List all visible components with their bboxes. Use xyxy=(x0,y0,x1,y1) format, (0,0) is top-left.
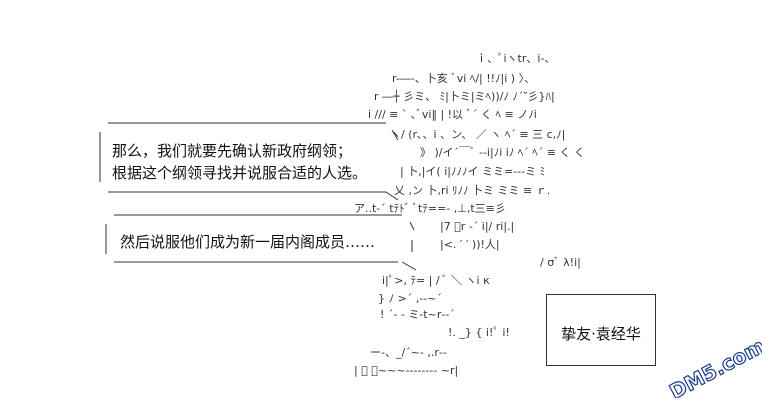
watermark-text: DM5.com xyxy=(665,334,762,398)
speech-line: 那么，我们就要先确认新政府纲领； xyxy=(112,142,353,160)
speech-bubble-bottom-frame xyxy=(105,214,417,271)
art-line: !. _} { i!ﾟ i! xyxy=(448,326,510,339)
ascii-art-lines: ｉ、ﾟiヽtr、i-、 r-―-、卜亥 ﾞvi ﾍ/| !!ﾉ|i ) 〉、 r… xyxy=(354,52,585,377)
art-line: 》 )/イ´￣ﾞ --i|ﾉi iﾉ ﾍ´ ﾍ´ ≡ く く xyxy=(420,145,585,159)
art-line: |<. ′ ′ ))!人| xyxy=(440,238,500,251)
art-line: |7 ﾞr -´ i|/ ri|.| xyxy=(440,220,514,233)
art-line: ! ´‐ - ミ-t~r‐‐´ xyxy=(380,308,455,321)
speech-bubble-top: 那么，我们就要先确认新政府纲领； 根据这个纲领寻找并说服合适的人选。 xyxy=(112,140,392,188)
art-line: ヽ/ (r､、i 、ン、 ／ ヽ ﾍ´ ≡ 三 c,ﾉ| xyxy=(390,128,565,141)
speech-bubble-top-frame xyxy=(99,122,399,201)
name-box: 挚友·袁经华 xyxy=(546,294,656,366)
art-line: ｉ、ﾟiヽtr、i-、 xyxy=(476,52,555,65)
name-label: 挚友·袁经华 xyxy=(561,325,641,343)
art-line: i /// ≡ ` ､ﾞvi‖ | !以 ﾞ´ く ﾍ ≡ ノﾉi xyxy=(368,108,537,121)
speech-line: 根据这个纲领寻找并说服合适的人选。 xyxy=(112,164,368,182)
speech-line: 然后说服他们成为新一届内阁成员…… xyxy=(120,233,376,251)
art-line: i|ﾟ>, ﾃ= | / ﾞ ＼ ヽi к xyxy=(382,274,490,287)
art-line: / σﾞ λ!i| xyxy=(540,256,581,269)
art-line: ー‐、_/´~- ,.r‐‐ xyxy=(370,346,447,359)
art-line: 乂 ,ン 卜,ri ﾘﾉﾉ 卜ミ ミミ ≡ ｒ. xyxy=(394,184,550,197)
art-line: | 卜,|イ( i|ﾉﾉﾉイ ミミ=---ミ ﾐ xyxy=(400,165,545,178)
art-line: r ―┼ 彡ミ、 ﾐ|卜ミ|ミﾍ))/ﾉ ﾉ´″彡}ﾊ| xyxy=(374,89,555,103)
art-line: ア..t-´ tﾃﾄﾞ ﾞtﾃ==- ,⊥,t三≡彡 xyxy=(354,202,506,215)
art-line: | ﾞ ﾞ~~~‐------- ~r| xyxy=(354,364,458,377)
dm5-watermark: DM5.com xyxy=(665,333,762,398)
art-line: } ﾉ >´ ,-‐~´ xyxy=(378,292,442,305)
art-line: r-―-、卜亥 ﾞvi ﾍ/| !!ﾉ|i ) 〉、 xyxy=(392,71,535,85)
speech-bubble-bottom: 然后说服他们成为新一届内阁成员…… xyxy=(120,231,410,255)
